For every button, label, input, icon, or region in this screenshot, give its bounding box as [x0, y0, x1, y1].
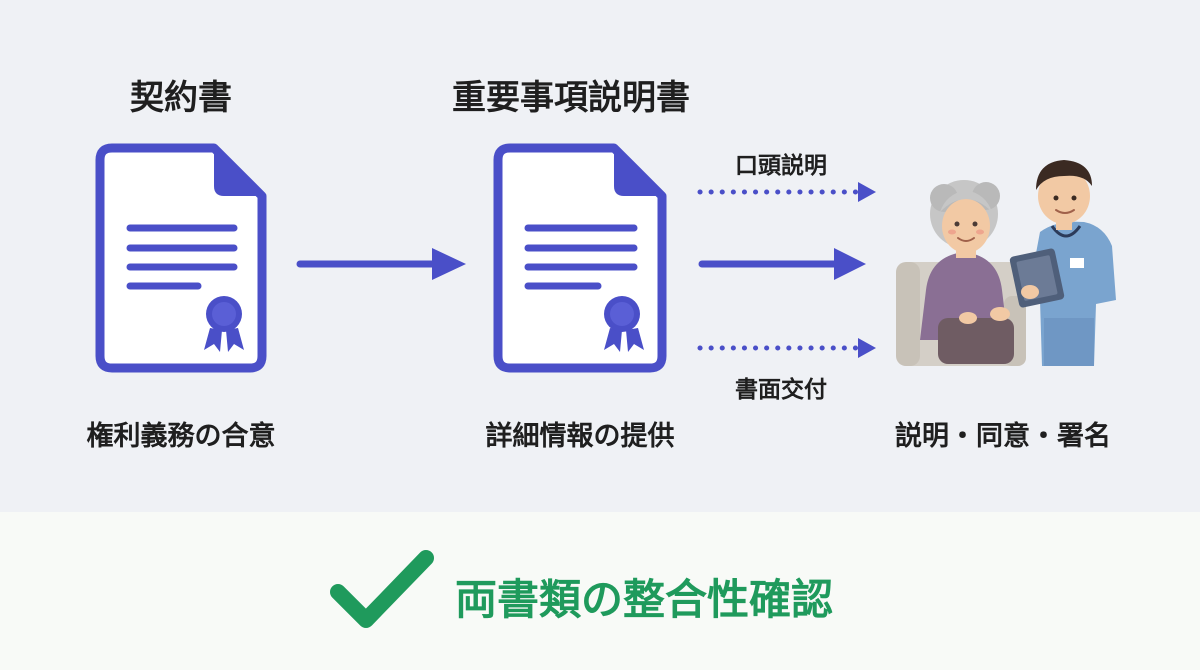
- confirmation-text: 両書類の整合性確認: [455, 575, 834, 624]
- disclosure-document-icon: [493, 143, 667, 373]
- recipient-caption: 説明・同意・署名: [895, 421, 1111, 452]
- confirmation-area: [0, 512, 1200, 670]
- disclosure-title: 重要事項説明書: [452, 78, 690, 118]
- seal-icon: [604, 296, 644, 352]
- arrow-right-icon: [296, 248, 466, 280]
- written-delivery-label: 書面交付: [735, 377, 827, 403]
- seal-icon: [204, 296, 244, 352]
- disclosure-caption: 詳細情報の提供: [485, 421, 675, 452]
- checkmark-icon: [330, 550, 434, 628]
- arrow-right-icon: [698, 248, 866, 280]
- contract-document-icon: [95, 143, 267, 373]
- contract-caption: 権利義務の合意: [86, 421, 276, 452]
- diagram-art: [95, 143, 1116, 373]
- recipient-illustration: [896, 160, 1116, 366]
- contract-title: 契約書: [130, 78, 232, 118]
- elderly-woman-icon: [920, 180, 1014, 364]
- dotted-arrow-written: [697, 338, 876, 358]
- dotted-arrow-oral: [697, 182, 876, 202]
- oral-explanation-label: 口頭説明: [735, 153, 827, 179]
- nurse-icon: [1009, 160, 1116, 366]
